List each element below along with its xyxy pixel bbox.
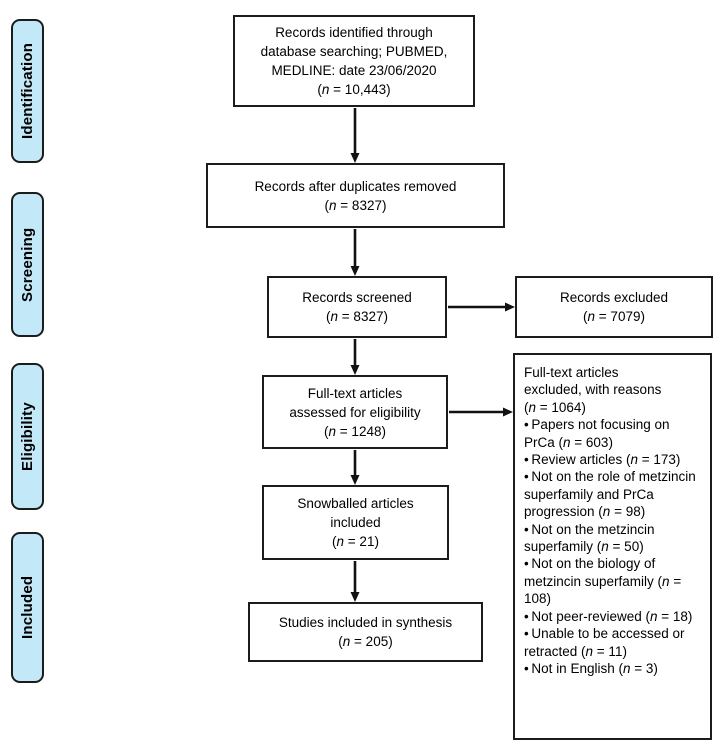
stage-label-identification: Identification: [11, 19, 44, 163]
reasons-bullet-list: • Papers not focusing on PrCa (n = 603)•…: [524, 417, 696, 676]
box-records-excluded: Records excluded(n = 7079): [515, 276, 713, 338]
stage-label-screening: Screening: [11, 192, 44, 337]
box-studies-synthesis: Studies included in synthesis(n = 205): [248, 602, 483, 662]
stage-label-included: Included: [11, 532, 44, 683]
box-records-screened: Records screened(n = 8327): [267, 276, 447, 338]
stage-label-eligibility: Eligibility: [11, 363, 44, 510]
box-duplicates-removed: Records after duplicates removed(n = 832…: [206, 163, 505, 228]
